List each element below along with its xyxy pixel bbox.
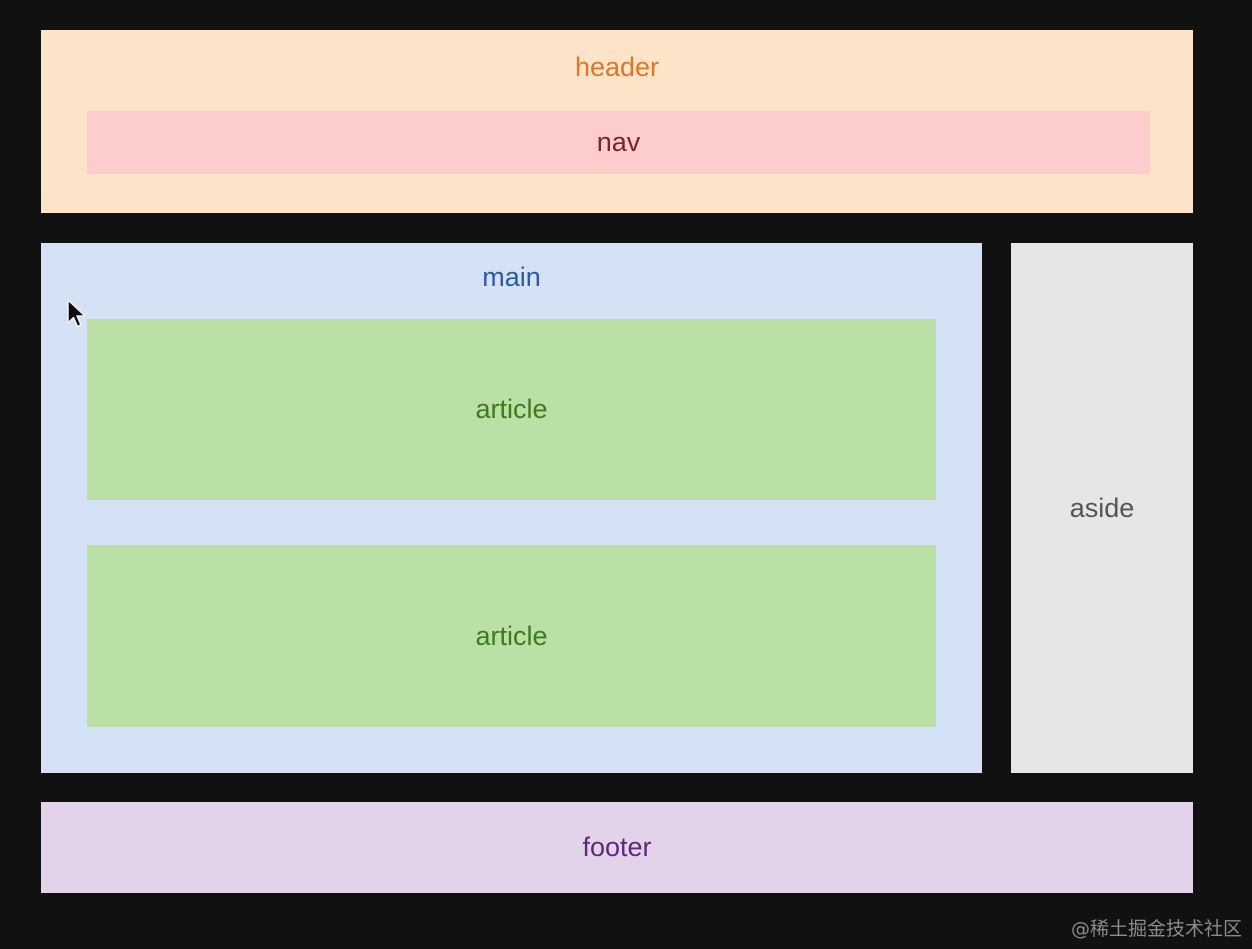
article-label: article: [475, 620, 548, 651]
aside-label: aside: [1069, 492, 1135, 523]
mouse-pointer-icon: [67, 299, 86, 328]
main-label: main: [482, 262, 541, 292]
header-label: header: [574, 52, 660, 82]
header-region: header nav: [41, 30, 1193, 213]
article-region: article: [87, 545, 936, 727]
footer-region: footer: [41, 802, 1193, 893]
article-region: article: [87, 319, 936, 500]
nav-region: nav: [87, 111, 1150, 174]
article-label: article: [475, 394, 548, 424]
nav-label: nav: [596, 127, 641, 157]
watermark-text: @稀土掘金技术社区: [1070, 918, 1242, 940]
main-region: main article article: [41, 243, 982, 773]
aside-region: aside: [1011, 243, 1193, 773]
footer-label: footer: [582, 832, 652, 862]
